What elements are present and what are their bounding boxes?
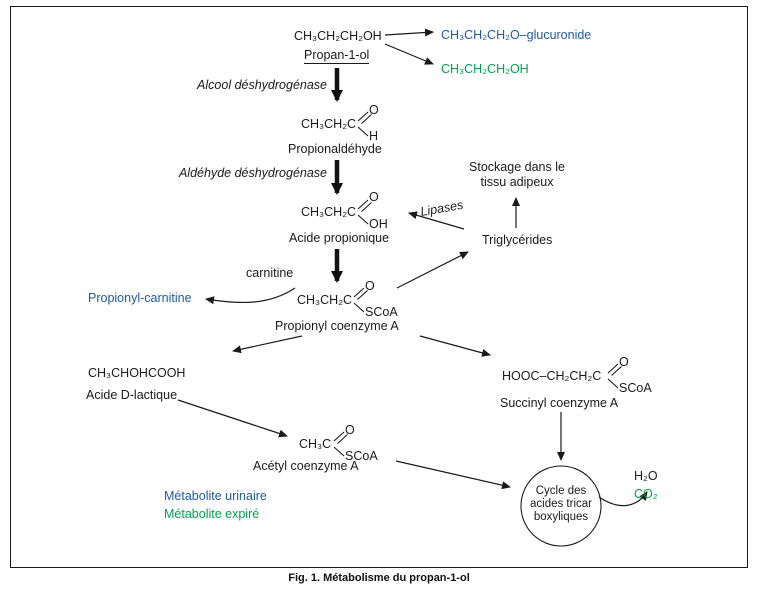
succinyl-scoa: SCoA — [619, 381, 652, 395]
arrow-to-expired — [384, 43, 434, 65]
bond-succinyl-double-2 — [611, 366, 622, 376]
arrow-to-triglycerides — [396, 251, 469, 289]
legend-expired: Métabolite expiré — [164, 507, 260, 521]
bond-acetyl-single — [333, 446, 345, 457]
figure-caption: Fig. 1. Métabolisme du propan-1-ol — [288, 572, 470, 584]
cycle-line1: Cycle des — [535, 485, 587, 497]
bond-propionic-single — [357, 214, 369, 225]
triglycerides-label: Triglycérides — [482, 233, 553, 247]
bond-propionyl-single — [353, 302, 365, 313]
storage-line1: Stockage dans le — [469, 160, 565, 174]
acetyl-main: CH₃C — [299, 437, 332, 451]
co2-label: CO₂ — [634, 487, 658, 501]
cycle-line2: acides tricar — [530, 498, 592, 511]
bond-acetyl-double-1 — [333, 431, 345, 442]
bond-acetyl-double-2 — [337, 434, 348, 444]
krebs-cycle-circle — [520, 465, 602, 547]
propionyl-scoa: SCoA — [365, 305, 398, 319]
succinyl-name: Succinyl coenzyme A — [500, 396, 619, 410]
propionyl-o: O — [365, 279, 375, 293]
succinyl-o: O — [619, 355, 629, 369]
arrow-acetyl-to-cycle — [395, 460, 511, 490]
bond-propionic-double-2 — [361, 202, 372, 212]
acetyl-scoa: SCoA — [345, 449, 378, 463]
propionic-oh: OH — [369, 217, 388, 231]
storage-line2: tissu adipeux — [480, 175, 554, 189]
expired-propanol-label: CH₃CH₂CH₂OH — [441, 62, 529, 76]
propionyl-name: Propionyl coenzyme A — [275, 319, 399, 333]
lactic-name: Acide D-lactique — [86, 388, 178, 402]
aldh-enzyme-label: Aldéhyde déshydrogénase — [178, 166, 327, 180]
propionic-o: O — [369, 190, 379, 204]
bond-succinyl-single — [607, 378, 619, 389]
arrow-lipases — [408, 211, 465, 230]
bond-succinyl-double-1 — [607, 363, 619, 374]
bond-propionyl-double-1 — [353, 287, 365, 298]
bond-propionyl-double-2 — [357, 290, 368, 300]
succinyl-main: HOOC–CH₂CH₂C — [502, 369, 602, 383]
adh-enzyme-label: Alcool déshydrogénase — [197, 78, 327, 92]
arrow-to-lactic — [232, 335, 303, 354]
acetyl-name: Acétyl coenzyme A — [253, 459, 359, 473]
glucuronide-label: CH₃CH₂CH₂O–glucuronide — [441, 28, 592, 42]
bond-propionic-double-1 — [357, 199, 369, 210]
bond-propionaldehyde-double-1 — [357, 111, 369, 122]
propionic-main: CH₃CH₂C — [301, 205, 357, 219]
acetyl-o: O — [345, 423, 355, 437]
arrow-to-succinyl — [419, 335, 491, 357]
legend-urinary: Métabolite urinaire — [164, 489, 267, 503]
bond-propionaldehyde-single — [357, 126, 369, 137]
propanol-name: Propan-1-ol — [304, 48, 370, 64]
propionaldehyde-main: CH₃CH₂C — [301, 117, 357, 131]
propionaldehyde-h: H — [369, 129, 379, 143]
figure-frame — [10, 6, 748, 568]
propionaldehyde-name: Propionaldéhyde — [288, 142, 382, 156]
propanol-formula: CH₃CH₂CH₂OH — [294, 29, 382, 43]
lactic-formula: CH₃CHOHCOOH — [88, 366, 186, 380]
propionyl-main: CH₃CH₂C — [297, 293, 353, 307]
propionyl-carnitine-label: Propionyl-carnitine — [88, 291, 192, 305]
bond-propionaldehyde-double-2 — [361, 114, 372, 124]
arrow-lactic-to-acetyl — [177, 399, 288, 438]
arrow-to-glucuronide — [384, 28, 434, 37]
propionic-name: Acide propionique — [289, 231, 390, 245]
carnitine-label: carnitine — [246, 266, 294, 280]
cycle-line3: boxyliques — [533, 511, 589, 524]
arrow-cycle-output — [598, 491, 648, 507]
arrow-carnitine — [205, 287, 296, 305]
h2o-label: H₂O — [634, 469, 658, 483]
propionaldehyde-o: O — [369, 103, 379, 117]
